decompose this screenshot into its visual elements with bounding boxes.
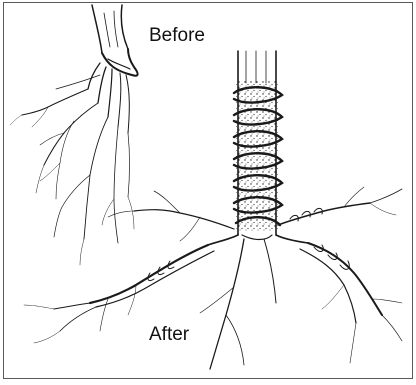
- after-root-drawing: [24, 51, 402, 369]
- illustration-frame: Before After: [3, 2, 413, 379]
- before-root-drawing: [10, 5, 138, 265]
- before-label: Before: [149, 25, 205, 47]
- after-label: After: [149, 324, 189, 346]
- root-illustration: [4, 3, 414, 380]
